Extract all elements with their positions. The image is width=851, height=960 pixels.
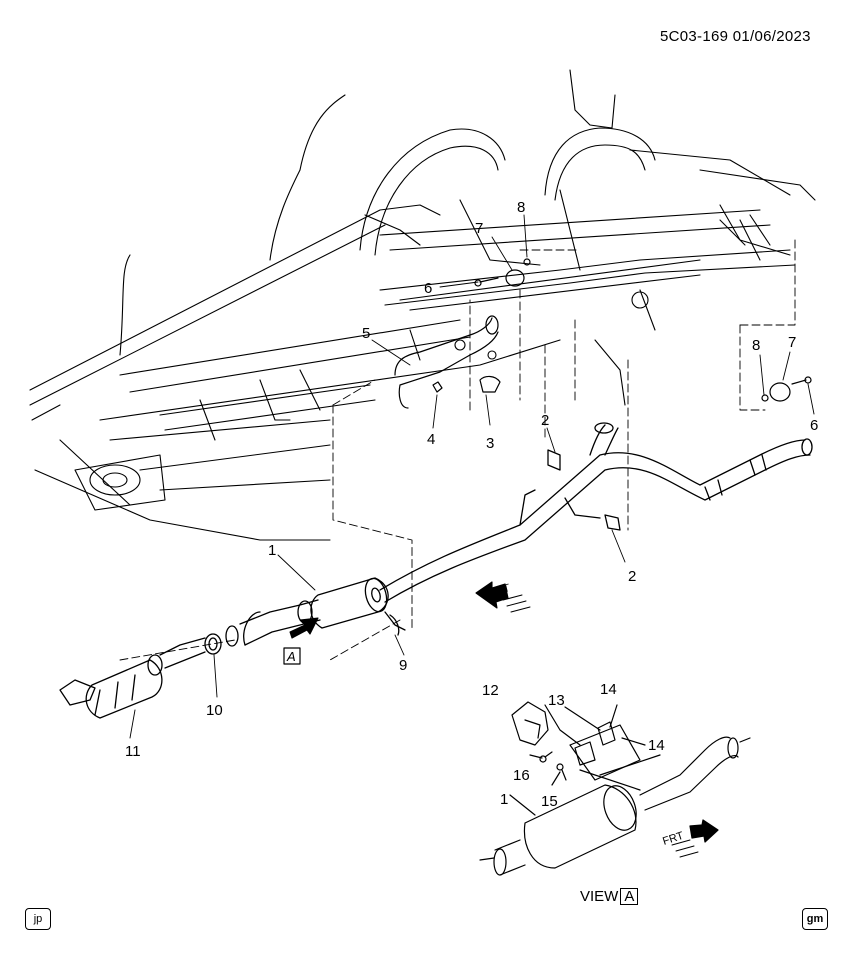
callout-14-right: 14 <box>648 737 665 754</box>
callout-16: 16 <box>513 767 530 784</box>
callout-2-upper: 2 <box>541 412 549 429</box>
diagram-reference: 5C03-169 01/06/2023 <box>660 28 811 45</box>
callout-13: 13 <box>548 692 565 709</box>
frt-label-main: FRT <box>488 582 512 599</box>
muffler-shape <box>310 577 389 629</box>
callout-6-left: 6 <box>424 280 432 297</box>
callout-8-right: 8 <box>752 337 760 354</box>
detail-view-a <box>479 701 751 876</box>
view-label-letter: A <box>620 888 639 905</box>
callout-9: 9 <box>399 657 407 674</box>
callout-labels: 1 2 2 3 4 5 6 6 7 7 8 8 9 10 11 12 13 14… <box>125 199 818 810</box>
exhaust-pipe-assembly <box>59 422 813 719</box>
callout-11: 11 <box>125 743 141 760</box>
callout-8-left: 8 <box>517 199 525 216</box>
view-a-marker-letter: A <box>286 649 296 664</box>
callout-5: 5 <box>362 325 370 342</box>
detail-muffler-shape <box>523 784 637 869</box>
vehicle-underbody <box>29 69 816 541</box>
callout-10: 10 <box>206 702 223 719</box>
view-a-arrow <box>283 617 319 665</box>
gm-logo-badge: gm <box>802 908 828 930</box>
callout-2-lower: 2 <box>628 568 636 585</box>
callout-3: 3 <box>486 435 494 452</box>
callout-15: 15 <box>541 793 558 810</box>
catalytic-converter-shape <box>85 659 163 719</box>
callout-12: 12 <box>482 682 499 699</box>
leader-lines <box>119 239 796 661</box>
callout-leaders <box>129 214 815 739</box>
callout-1-detail: 1 <box>500 791 508 808</box>
callout-6-right: 6 <box>810 417 818 434</box>
callout-7-right: 7 <box>788 334 796 351</box>
frt-arrow-main <box>475 581 531 613</box>
view-label-text: VIEW <box>580 888 619 905</box>
upper-hangers <box>394 258 812 409</box>
callout-7-left: 7 <box>475 220 483 237</box>
callout-1: 1 <box>268 542 276 559</box>
callout-14-top: 14 <box>600 681 617 698</box>
callout-4: 4 <box>427 431 435 448</box>
jp-badge: jp <box>25 908 51 930</box>
